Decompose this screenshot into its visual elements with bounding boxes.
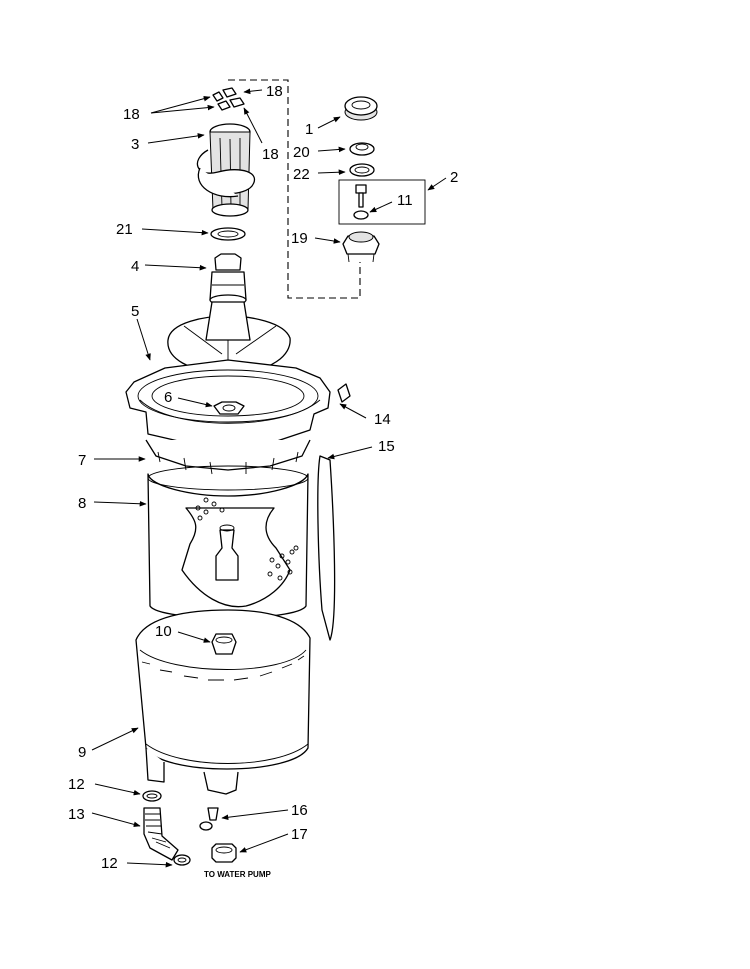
auger-barrel bbox=[196, 123, 255, 217]
leader-13 bbox=[91, 812, 141, 828]
leader-2 bbox=[427, 177, 447, 191]
leader-18a bbox=[150, 95, 211, 114]
leader-4 bbox=[144, 264, 207, 271]
leader-18c bbox=[243, 88, 263, 95]
callout-16: 16 bbox=[291, 802, 308, 819]
retaining-clip bbox=[337, 383, 351, 403]
leader-1 bbox=[317, 116, 341, 129]
leader-17 bbox=[239, 833, 289, 853]
drain-nut bbox=[211, 843, 237, 863]
hose-clamp-lower bbox=[173, 854, 191, 866]
callout-15: 15 bbox=[378, 438, 395, 455]
leader-20 bbox=[317, 146, 346, 153]
bolt-and-washer bbox=[353, 184, 369, 220]
auger-ring bbox=[210, 227, 246, 241]
callout-11: 11 bbox=[397, 192, 413, 209]
leader-8 bbox=[93, 500, 147, 507]
callout-14: 14 bbox=[374, 411, 391, 428]
leader-12a bbox=[94, 783, 141, 796]
leader-3 bbox=[147, 133, 205, 144]
splash-guard bbox=[317, 455, 336, 641]
cap-assembly bbox=[228, 79, 426, 299]
leader-21 bbox=[141, 228, 209, 236]
o-ring bbox=[349, 163, 375, 177]
leader-18d bbox=[243, 107, 263, 144]
callout-17: 17 bbox=[291, 826, 308, 843]
auger-assembly bbox=[196, 87, 255, 306]
callout-8: 8 bbox=[78, 495, 86, 512]
callout-6: 6 bbox=[164, 389, 172, 406]
leader-22 bbox=[317, 169, 346, 176]
callout-12-lower: 12 bbox=[101, 855, 118, 872]
agitator-dogs bbox=[212, 87, 245, 111]
callout-18-left: 18 bbox=[123, 106, 140, 123]
cap-seal bbox=[349, 142, 375, 156]
hose-clamp-upper bbox=[142, 790, 162, 802]
leader-6 bbox=[177, 397, 213, 408]
spin-basket bbox=[147, 465, 309, 619]
leader-10 bbox=[177, 631, 211, 643]
callout-20: 20 bbox=[293, 144, 310, 161]
callout-labels: 1 2 3 4 5 6 7 8 9 10 11 12 12 13 14 15 1… bbox=[68, 83, 458, 879]
leader-12b bbox=[126, 861, 173, 868]
callout-19: 19 bbox=[291, 230, 308, 247]
outer-tub bbox=[135, 609, 311, 795]
tub-seal bbox=[211, 633, 237, 655]
kit-box bbox=[338, 179, 426, 225]
callout-2: 2 bbox=[450, 169, 458, 186]
callout-12-upper: 12 bbox=[68, 776, 85, 793]
tub-bolt bbox=[199, 807, 219, 831]
callout-10: 10 bbox=[155, 623, 172, 640]
dog-cam bbox=[342, 231, 380, 263]
leader-16 bbox=[221, 809, 289, 821]
callout-13: 13 bbox=[68, 806, 85, 823]
callout-4: 4 bbox=[131, 258, 139, 275]
basket-drive-hub bbox=[145, 439, 311, 475]
leader-19 bbox=[314, 237, 341, 244]
to-water-pump-note: TO WATER PUMP bbox=[204, 870, 271, 879]
agitator-shaft bbox=[209, 253, 247, 306]
callout-9: 9 bbox=[78, 744, 86, 761]
leader-15 bbox=[327, 446, 373, 460]
agitator-cap bbox=[344, 96, 378, 121]
leader-18b bbox=[150, 104, 215, 114]
callout-7: 7 bbox=[78, 452, 86, 469]
callout-1: 1 bbox=[305, 121, 313, 138]
leader-14 bbox=[339, 403, 367, 419]
leader-5 bbox=[136, 318, 151, 361]
callout-18-top: 18 bbox=[266, 83, 283, 100]
leader-11 bbox=[369, 201, 393, 213]
drain-hose bbox=[143, 807, 179, 861]
callout-5: 5 bbox=[131, 303, 139, 320]
leader-9 bbox=[91, 727, 139, 751]
leader-lines bbox=[91, 88, 447, 868]
callout-21: 21 bbox=[116, 221, 133, 238]
callout-3: 3 bbox=[131, 136, 139, 153]
callout-18-right: 18 bbox=[262, 146, 279, 163]
callout-22: 22 bbox=[293, 166, 310, 183]
agitator-nut bbox=[213, 401, 245, 415]
